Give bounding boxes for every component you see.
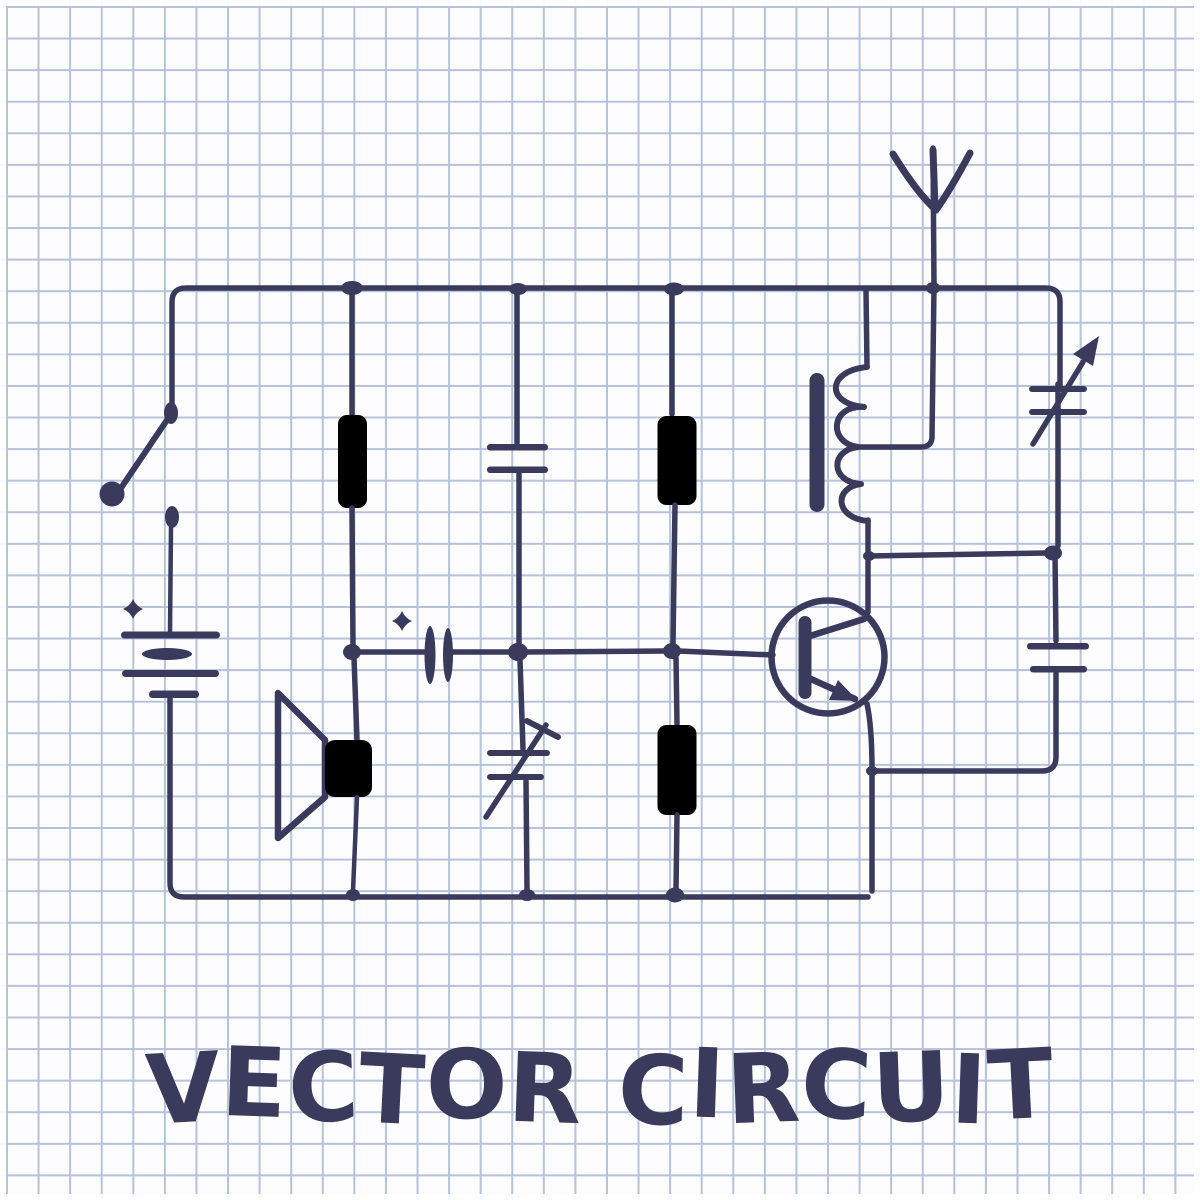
resistor-r2-icon	[657, 287, 697, 647]
battery-right-icon	[873, 551, 1089, 774]
emitter-down-wire	[864, 701, 875, 894]
battery-plate	[149, 690, 199, 698]
resistor-body	[657, 416, 697, 505]
inductor-icon	[809, 287, 1050, 615]
wire	[350, 794, 360, 894]
wire	[517, 657, 526, 752]
trimmer-t-bar	[524, 718, 561, 740]
wire	[673, 812, 680, 893]
wire	[523, 778, 530, 892]
capacitor-plate	[1029, 386, 1087, 392]
junction-dot	[666, 887, 684, 903]
capacitor-plate	[487, 466, 548, 473]
transistor-base-bar	[798, 616, 812, 699]
capacitor-c1-icon	[487, 287, 548, 647]
switch-lower-contact	[165, 506, 179, 528]
junction-dot	[866, 766, 878, 776]
wire-to-emitter	[873, 669, 1059, 774]
wire	[863, 287, 870, 370]
junction-dot	[508, 643, 528, 661]
transistor-circle	[768, 597, 888, 717]
capacitor-plate	[487, 444, 548, 451]
speaker-horn	[274, 689, 329, 842]
coupling-capacitor-icon	[424, 626, 453, 684]
trimmer-capacitor-icon	[483, 657, 561, 892]
inductor-coil	[833, 364, 871, 524]
variable-capacitor-icon	[1029, 336, 1099, 549]
transistor-icon	[768, 597, 888, 894]
junction-dot	[519, 889, 535, 901]
sparkle-icon	[392, 611, 412, 631]
resistor-r1-icon	[338, 287, 367, 649]
capacitor-plate	[487, 750, 550, 756]
speaker-driver	[325, 740, 372, 797]
trimmer-adjust-line	[483, 722, 549, 820]
junction-dot	[863, 551, 875, 561]
resistor-body	[657, 725, 697, 815]
mid-rail-right	[521, 648, 669, 655]
variable-arrow-head	[1073, 336, 1099, 366]
capacitor-plate	[443, 628, 453, 682]
antenna-right-prong	[932, 149, 974, 214]
junction-dots	[341, 281, 1062, 903]
wire	[1052, 551, 1059, 644]
junction-dot	[926, 282, 940, 294]
speaker-icon	[274, 655, 372, 894]
junction-dot	[509, 283, 527, 295]
battery-plate	[122, 670, 219, 677]
antenna-icon	[856, 145, 974, 450]
junction-dot	[664, 282, 684, 296]
capacitor-plate	[487, 774, 544, 780]
antenna-center-prong	[929, 146, 939, 212]
battery-plate	[121, 631, 220, 639]
variable-arrow-shaft	[1030, 359, 1086, 447]
coil-tap-rail	[866, 550, 1050, 559]
bottom-rail-wire	[167, 694, 871, 900]
wire-rails	[167, 285, 1063, 900]
switch-icon	[99, 402, 179, 635]
wire	[349, 505, 356, 649]
wire	[670, 502, 678, 647]
antenna-stem-wire	[856, 145, 937, 450]
junction-dot	[343, 644, 361, 660]
inductor-core-bar	[809, 373, 825, 512]
battery-left-icon	[121, 631, 220, 698]
junction-dot	[346, 889, 360, 901]
wire	[351, 655, 360, 743]
transistor-base-lead	[675, 648, 776, 658]
antenna-left-prong	[889, 150, 940, 214]
capacitor-plate	[1029, 409, 1087, 415]
top-rail-wire	[169, 285, 1063, 413]
switch-lever-dot	[99, 481, 125, 507]
switch-to-battery-wire	[167, 523, 174, 635]
resistor-body	[338, 415, 367, 508]
sparkle-icon	[123, 599, 143, 619]
page-title: VECTOR CIRCUIT	[142, 1025, 1058, 1148]
sparkles	[123, 599, 412, 631]
transistor-emitter-arrow	[829, 680, 858, 701]
transistor-collector-lead	[806, 615, 868, 640]
battery-plate	[142, 648, 192, 660]
battery-plate	[1030, 666, 1087, 673]
junction-dot	[1044, 545, 1062, 561]
resistor-r3-icon	[657, 655, 697, 893]
junction-dot	[341, 281, 363, 295]
switch-lever	[118, 417, 170, 491]
capacitor-plate	[424, 626, 436, 684]
battery-plate	[1027, 643, 1089, 650]
wire	[673, 655, 680, 727]
junction-dot	[663, 643, 681, 659]
